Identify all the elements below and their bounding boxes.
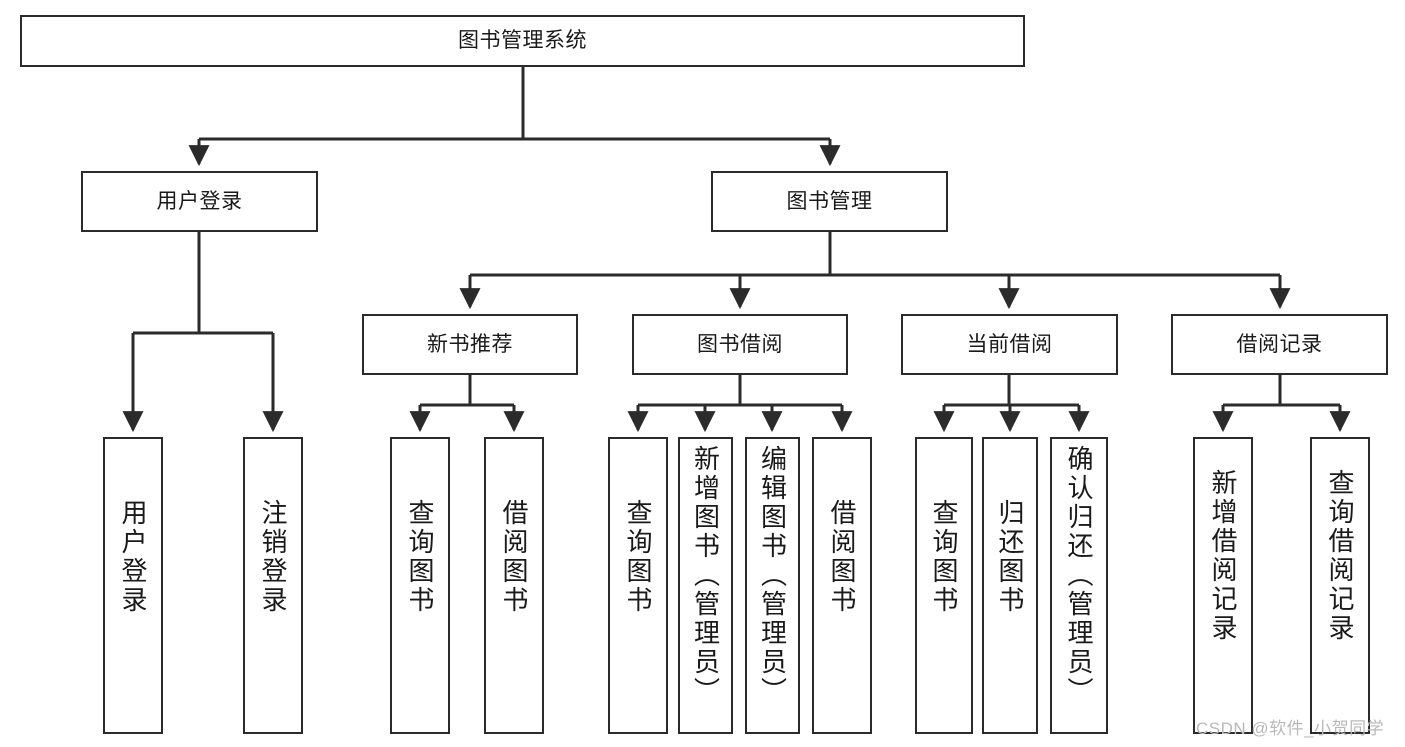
node-leaf-user-login-label: 用户登录 [118,499,148,615]
node-current-borrow[interactable]: 当前借阅 [901,314,1118,375]
node-leaf-logout[interactable]: 注销登录 [243,437,303,734]
node-leaf-confirm-return-admin-label: 确认归还（管理员） [1064,445,1094,706]
node-leaf-query-book-current[interactable]: 查询图书 [915,437,973,734]
node-borrow-record-label: 借阅记录 [1236,332,1323,356]
node-book-management[interactable]: 图书管理 [711,171,948,232]
node-leaf-add-book-admin-label: 新增图书（管理员） [690,445,721,706]
node-leaf-return-book-label: 归还图书 [995,499,1025,615]
node-borrow-record[interactable]: 借阅记录 [1171,314,1388,375]
node-leaf-query-book-current-label: 查询图书 [929,499,959,615]
node-new-book-recommend-label: 新书推荐 [427,332,513,356]
node-leaf-query-book-new[interactable]: 查询图书 [390,437,450,734]
node-leaf-query-book-borrow[interactable]: 查询图书 [608,437,668,734]
node-leaf-user-login[interactable]: 用户登录 [103,437,163,734]
node-leaf-borrow-book-new-label: 借阅图书 [499,499,529,615]
node-book-management-label: 图书管理 [786,189,873,213]
node-root[interactable]: 图书管理系统 [20,15,1025,67]
node-leaf-query-borrow-record-label: 查询借阅记录 [1325,469,1355,643]
node-leaf-query-book-new-label: 查询图书 [405,499,435,615]
node-leaf-borrow-book-new[interactable]: 借阅图书 [484,437,544,734]
csdn-watermark: CSDN @软件_小贺同学 [1196,719,1385,738]
node-book-borrow[interactable]: 图书借阅 [632,314,848,375]
node-user-login[interactable]: 用户登录 [81,171,318,232]
node-leaf-query-book-borrow-label: 查询图书 [623,499,653,615]
node-leaf-borrow-book[interactable]: 借阅图书 [812,437,872,734]
node-leaf-edit-book-admin-label: 编辑图书（管理员） [757,445,788,706]
node-current-borrow-label: 当前借阅 [966,332,1053,356]
node-root-label: 图书管理系统 [458,29,587,53]
node-new-book-recommend[interactable]: 新书推荐 [362,314,578,375]
node-user-login-label: 用户登录 [156,189,243,213]
node-leaf-edit-book-admin[interactable]: 编辑图书（管理员） [745,437,800,734]
node-leaf-query-borrow-record[interactable]: 查询借阅记录 [1310,437,1370,734]
node-leaf-add-borrow-record[interactable]: 新增借阅记录 [1193,437,1253,734]
node-leaf-borrow-book-label: 借阅图书 [827,499,857,615]
node-leaf-return-book[interactable]: 归还图书 [982,437,1038,734]
node-leaf-logout-label: 注销登录 [258,499,288,615]
node-leaf-add-book-admin[interactable]: 新增图书（管理员） [678,437,733,734]
node-book-borrow-label: 图书借阅 [697,332,783,356]
node-leaf-confirm-return-admin[interactable]: 确认归还（管理员） [1050,437,1108,734]
node-leaf-add-borrow-record-label: 新增借阅记录 [1208,469,1238,643]
